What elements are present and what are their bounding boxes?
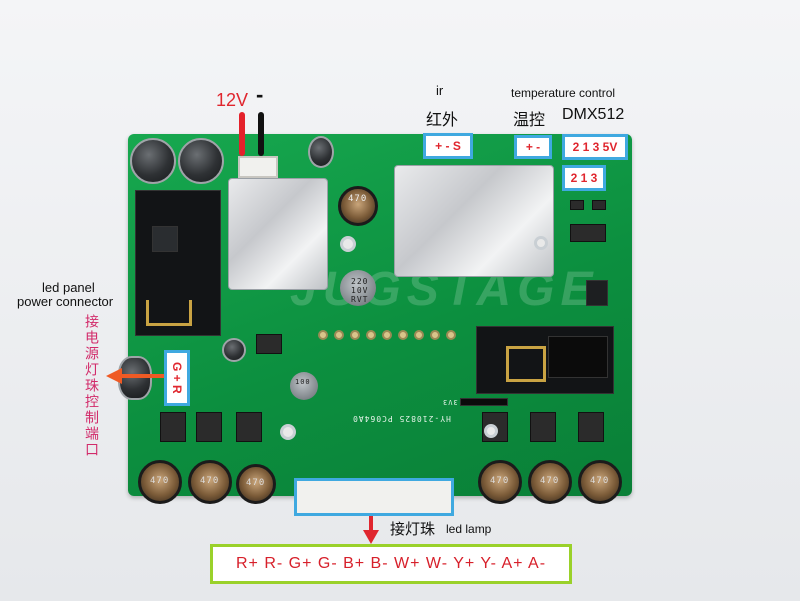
smd-component <box>256 334 282 354</box>
silk-3v3: 3V3 <box>442 398 458 406</box>
led-lamp-label-cn: 接灯珠 <box>390 521 436 538</box>
mounting-hole <box>534 236 548 250</box>
capacitor-100 <box>290 372 318 400</box>
smd-component <box>592 200 606 210</box>
capacitor-label-10v: 10V <box>351 286 369 295</box>
led-panel-label-line1: led panel <box>42 280 95 295</box>
led-lamp-connector <box>294 478 454 516</box>
inductor-label: 470 <box>590 476 610 486</box>
inductor-label: 470 <box>246 478 266 488</box>
pin-header-3v3 <box>460 398 508 406</box>
power-connector <box>238 156 278 178</box>
inductor-label: 470 <box>348 194 368 204</box>
inductor <box>528 460 572 504</box>
arrow-down-icon <box>363 516 379 544</box>
metal-shield-left <box>228 178 328 290</box>
dmx-chip <box>586 280 608 306</box>
led-panel-label-cn: 接电源灯珠控制端口 <box>84 314 100 458</box>
solder-pad <box>366 330 376 340</box>
solder-pad <box>446 330 456 340</box>
inductor <box>338 186 378 226</box>
mosfet <box>578 412 604 442</box>
mosfet <box>196 412 222 442</box>
inductor-label: 470 <box>540 476 560 486</box>
power-wire-red <box>239 112 245 156</box>
antenna-trace <box>146 300 192 326</box>
led-lamp-label-en: led lamp <box>446 522 492 536</box>
led-panel-label-line2: power connector <box>17 294 114 309</box>
temp-pins-box: + - <box>514 135 552 159</box>
solder-pad <box>318 330 328 340</box>
board-code: HY-210825 PC064A0 <box>352 414 451 423</box>
gr-pins-box: G + R <box>164 350 190 406</box>
inductor <box>478 460 522 504</box>
ir-pins-box: + - S <box>423 133 473 159</box>
dmx-pins-box-1: 2 1 3 5V <box>562 134 628 160</box>
inductor <box>236 464 276 504</box>
mosfet <box>160 412 186 442</box>
arrow-left-icon <box>106 368 164 384</box>
ir-label-en: ir <box>436 83 444 98</box>
solder-pad <box>430 330 440 340</box>
inductor-label: 470 <box>490 476 510 486</box>
power-minus-label: - <box>256 82 264 107</box>
electrolytic-capacitor <box>308 136 334 168</box>
wifi-chip <box>152 226 178 252</box>
power-voltage-label: 12V <box>216 90 249 110</box>
solder-pad <box>350 330 360 340</box>
capacitor-top <box>340 270 376 306</box>
metal-shield-right <box>394 165 554 277</box>
capacitor-label-100: 100 <box>295 378 311 386</box>
dmx-pins-box-2: 2 1 3 <box>562 165 606 191</box>
pad-row <box>318 330 468 344</box>
antenna-trace <box>506 346 546 382</box>
electrolytic-capacitor <box>130 138 176 184</box>
inductor-label: 470 <box>150 476 170 486</box>
solder-pad <box>414 330 424 340</box>
dmx-title: DMX512 <box>562 106 625 123</box>
capacitor-label-220: 220 <box>351 277 369 286</box>
solder-pad <box>382 330 392 340</box>
temp-label-cn: 温控 <box>513 112 546 129</box>
inductor-label: 470 <box>200 476 220 486</box>
pin-header <box>548 336 608 378</box>
smd-component <box>570 224 606 242</box>
smd-component <box>570 200 584 210</box>
mounting-hole <box>280 424 296 440</box>
solder-pad <box>398 330 408 340</box>
ir-label-cn: 红外 <box>426 112 459 129</box>
buzzer <box>222 338 246 362</box>
output-pins-box: R+ R- G+ G- B+ B- W+ W- Y+ Y- A+ A- <box>210 544 572 584</box>
temp-label-en: temperature control <box>511 86 616 100</box>
mounting-hole <box>484 424 498 438</box>
inductor <box>578 460 622 504</box>
inductor <box>138 460 182 504</box>
mosfet <box>236 412 262 442</box>
solder-pad <box>334 330 344 340</box>
electrolytic-capacitor <box>178 138 224 184</box>
inductor <box>188 460 232 504</box>
wifi-module-left <box>135 190 221 336</box>
capacitor-label-rvt: RVT <box>351 295 369 304</box>
mosfet <box>530 412 556 442</box>
mounting-hole <box>340 236 356 252</box>
power-wire-black <box>258 112 264 156</box>
